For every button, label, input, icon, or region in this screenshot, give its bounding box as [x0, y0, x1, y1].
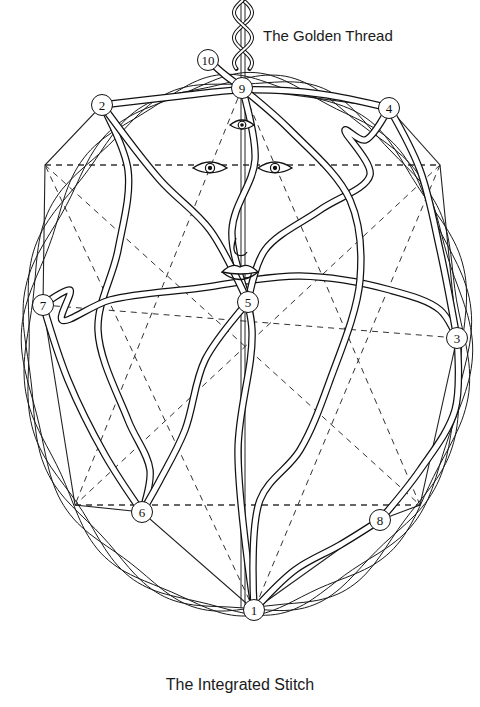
callout-circle: 1 [243, 599, 265, 621]
callout-number: 8 [377, 514, 384, 527]
ring-strand [28, 75, 473, 615]
left-eye [193, 162, 227, 173]
callout-number: 1 [251, 604, 258, 617]
callout-number: 4 [386, 102, 393, 115]
ring-strand [21, 74, 466, 611]
thread-twist [234, 0, 252, 69]
ribbon-body [43, 305, 142, 512]
callout-circle: 4 [378, 97, 400, 119]
figure-caption: The Integrated Stitch [0, 676, 480, 694]
ribbon-edge [254, 520, 380, 610]
eye-pupil [273, 166, 277, 170]
callout-number: 9 [239, 82, 246, 95]
ribbon-edge [380, 338, 458, 520]
callout-number: 5 [245, 296, 252, 309]
eye-iris [238, 121, 246, 129]
callout-number: 7 [40, 299, 47, 312]
thread-twist [234, 0, 252, 69]
callout-number: 6 [139, 506, 146, 519]
dashed-line [75, 165, 440, 505]
eye-pupil [240, 123, 244, 127]
thread-twist [234, 0, 252, 69]
eye-pupil [208, 166, 212, 170]
ribbon-body [389, 108, 457, 338]
ribbon-edge [142, 302, 248, 512]
dashed-line [45, 165, 254, 610]
nose [234, 238, 247, 256]
dashed-line [75, 505, 420, 506]
ribbon-body [208, 60, 361, 608]
ribbon-edge [248, 108, 389, 302]
dashed-line [45, 165, 440, 166]
callout-circle: 7 [32, 294, 54, 316]
callout-number: 3 [454, 332, 461, 345]
ribbon-edge [208, 60, 361, 608]
callout-circle: 6 [131, 501, 153, 523]
callout-circle: 8 [369, 509, 391, 531]
callout-circle: 2 [91, 94, 113, 116]
ribbon-body [380, 338, 458, 520]
dashed-line [242, 88, 420, 505]
dashed-line [45, 165, 440, 166]
lower-lip [222, 272, 258, 280]
callout-number: 2 [99, 99, 106, 112]
callout-circle: 9 [231, 77, 253, 99]
ribbon-body [254, 520, 380, 610]
ribbon-body [248, 108, 389, 302]
ribbons [43, 60, 458, 610]
ribbon-body [142, 302, 248, 512]
right-eye [258, 162, 292, 173]
ribbon-edge [389, 108, 457, 338]
callout-circle: 5 [237, 291, 259, 313]
eye-iris [205, 163, 214, 172]
frame-polygon [43, 88, 457, 610]
ring-strand [23, 72, 472, 610]
eye-iris [270, 163, 279, 172]
dashed-line [75, 505, 420, 506]
geometry-lines [43, 88, 457, 610]
callout-circle: 3 [446, 327, 468, 349]
thread-twist [234, 0, 252, 69]
ribbon-edge [43, 305, 142, 512]
thread-label: The Golden Thread [260, 27, 396, 44]
wavy-ring [21, 72, 472, 616]
third-eye [230, 120, 254, 129]
face [193, 120, 292, 280]
callout-circle: 10 [197, 49, 219, 71]
upper-lip [222, 265, 258, 274]
callout-number: 10 [202, 54, 215, 67]
